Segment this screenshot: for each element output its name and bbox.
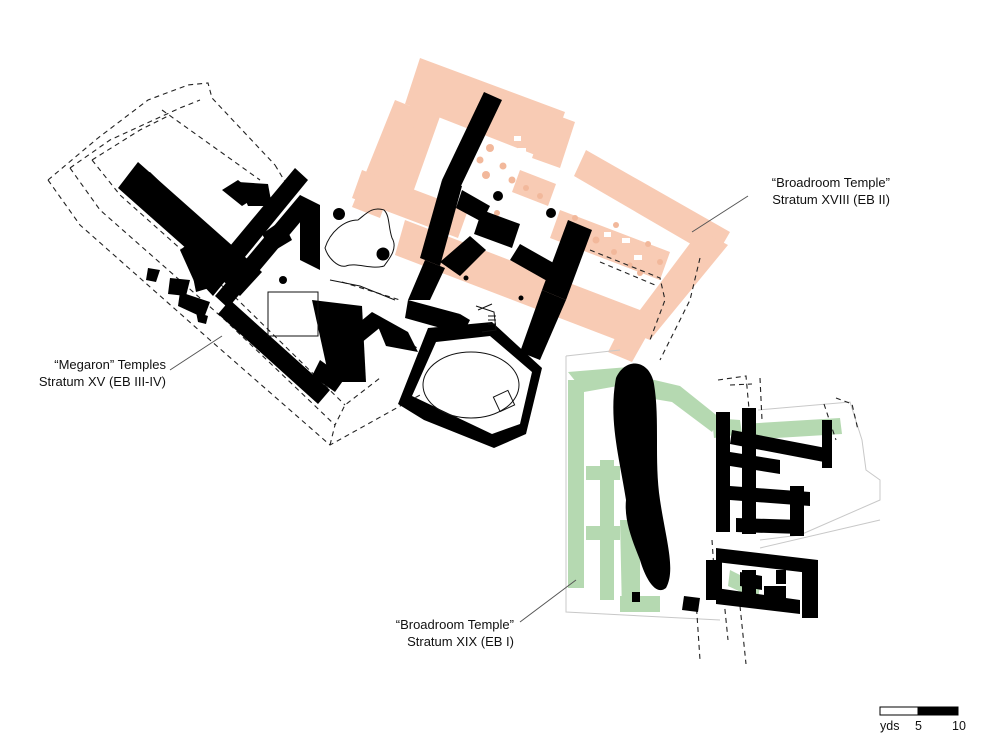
label-broadroom-xviii-name: “Broadroom Temple” [771, 175, 890, 190]
label-broadroom-xviii-stratum: Stratum XVIII (EB II) [772, 192, 890, 207]
postholes-black [279, 191, 556, 321]
label-megaron-xv-stratum: Stratum XV (EB III-IV) [38, 374, 166, 389]
stratum-xviii-features [437, 128, 642, 260]
scale-max: 10 [952, 719, 966, 733]
scale-bar-labels: yds 5 10 [876, 719, 976, 737]
label-megaron-xv-name: “Megaron” Temples [54, 357, 166, 372]
black-walls [118, 92, 832, 618]
leader-broadroom-xviii [691, 195, 749, 233]
label-megaron-temples-xv: “Megaron” Temples Stratum XV (EB III-IV) [16, 356, 166, 390]
scale-bar-black-segment [917, 706, 959, 716]
scale-bar-white-segment [879, 706, 919, 716]
label-broadroom-xix-stratum: Stratum XIX (EB I) [407, 634, 514, 649]
faint-outlines [565, 349, 881, 621]
scale-unit: yds [880, 719, 900, 733]
label-broadroom-temple-xix: “Broadroom Temple” Stratum XIX (EB I) [364, 616, 514, 650]
outlined-features [267, 208, 520, 419]
label-broadroom-temple-xviii: “Broadroom Temple” Stratum XVIII (EB II) [738, 174, 890, 208]
scale-bar [879, 706, 959, 716]
leader-megaron-xv [169, 335, 223, 371]
leader-lines [169, 195, 749, 623]
leader-broadroom-xix [519, 579, 577, 623]
label-broadroom-xix-name: “Broadroom Temple” [395, 617, 514, 632]
scale-mid: 5 [915, 719, 922, 733]
